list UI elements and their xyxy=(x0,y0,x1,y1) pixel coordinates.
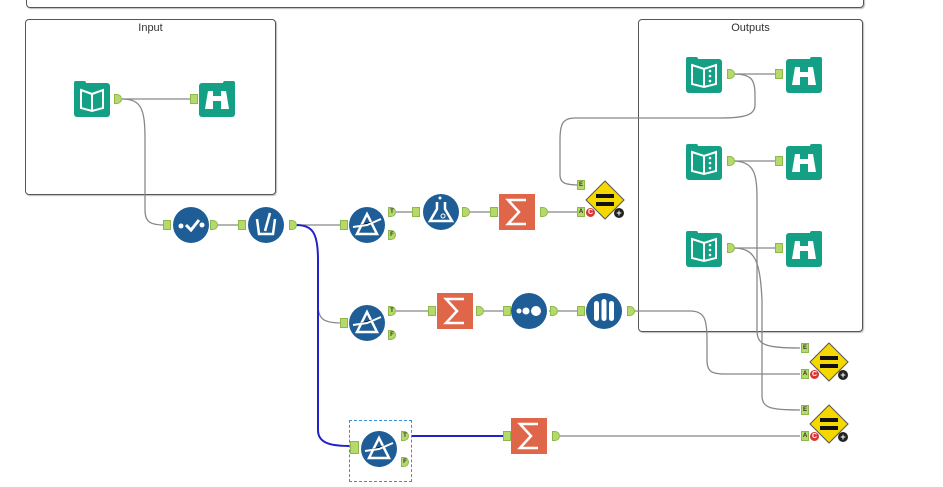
input-anchor[interactable] xyxy=(428,306,436,316)
binoculars-icon xyxy=(786,144,822,180)
filter-prism-icon xyxy=(349,207,385,243)
output-anchor[interactable] xyxy=(627,306,635,316)
error-icon: C xyxy=(810,370,819,379)
data-cleansing-tool[interactable] xyxy=(248,207,284,243)
input-anchor[interactable] xyxy=(340,318,348,328)
add-connection-icon[interactable]: + xyxy=(614,208,624,218)
expected-anchor[interactable]: E xyxy=(801,343,809,353)
dots-icon xyxy=(511,293,547,329)
container-input[interactable]: Input xyxy=(25,19,276,195)
selection-box xyxy=(349,420,412,482)
wire xyxy=(635,310,800,375)
output-anchor[interactable] xyxy=(552,431,560,441)
output-anchor[interactable] xyxy=(462,207,470,217)
input-anchor[interactable] xyxy=(412,207,420,217)
filter-prism-icon xyxy=(361,431,397,467)
sample-tool[interactable] xyxy=(511,293,547,329)
formula-tool[interactable] xyxy=(423,194,459,230)
true-anchor[interactable]: T xyxy=(388,306,396,316)
input-data-tool[interactable] xyxy=(74,81,110,117)
input-anchor[interactable] xyxy=(503,306,511,316)
book-icon xyxy=(74,81,110,117)
output-anchor[interactable] xyxy=(210,220,218,230)
browse-tool[interactable] xyxy=(199,81,235,117)
filter-tool-selected[interactable] xyxy=(361,431,397,467)
expected-anchor[interactable]: E xyxy=(577,180,585,190)
output-anchor[interactable] xyxy=(727,69,735,79)
browse-tool[interactable] xyxy=(786,144,822,180)
container-title: Input xyxy=(138,22,163,34)
input-anchor[interactable] xyxy=(163,220,171,230)
output-anchor[interactable] xyxy=(540,207,548,217)
actual-anchor[interactable]: A xyxy=(801,369,809,379)
book-dots-icon xyxy=(686,231,722,267)
binoculars-icon xyxy=(199,81,235,117)
sort-tool[interactable] xyxy=(586,293,622,329)
input-anchor[interactable] xyxy=(775,69,783,79)
false-anchor[interactable]: F xyxy=(388,230,396,240)
summarize-tool[interactable] xyxy=(499,194,535,230)
filter-tool[interactable] xyxy=(349,305,385,341)
container-top[interactable] xyxy=(26,0,864,8)
input-anchor[interactable] xyxy=(350,441,359,454)
input-anchor[interactable] xyxy=(503,431,511,441)
bucket-icon xyxy=(248,207,284,243)
sigma-icon xyxy=(511,418,547,454)
expected-anchor[interactable]: E xyxy=(801,405,809,415)
container-title: Outputs xyxy=(731,22,770,34)
browse-tool[interactable] xyxy=(786,231,822,267)
output-anchor[interactable] xyxy=(727,243,735,253)
input-anchor[interactable] xyxy=(190,94,198,104)
output-anchor[interactable] xyxy=(476,306,484,316)
sigma-icon xyxy=(437,293,473,329)
input-anchor[interactable] xyxy=(775,243,783,253)
add-connection-icon[interactable]: + xyxy=(838,370,848,380)
flask-icon xyxy=(423,194,459,230)
true-anchor[interactable]: T xyxy=(388,207,396,217)
filter-tool[interactable] xyxy=(349,207,385,243)
text-input-tool[interactable] xyxy=(686,231,722,267)
select-tool[interactable] xyxy=(173,207,209,243)
filter-prism-icon xyxy=(349,305,385,341)
true-anchor[interactable]: T xyxy=(401,431,409,441)
input-anchor[interactable] xyxy=(577,306,585,316)
book-dots-icon xyxy=(686,57,722,93)
false-anchor[interactable]: F xyxy=(401,457,409,467)
binoculars-icon xyxy=(786,57,822,93)
book-dots-icon xyxy=(686,144,722,180)
text-input-tool[interactable] xyxy=(686,57,722,93)
container-outputs[interactable]: Outputs xyxy=(638,19,863,332)
browse-tool[interactable] xyxy=(786,57,822,93)
error-icon: C xyxy=(586,208,595,217)
actual-anchor[interactable]: A xyxy=(577,207,585,217)
input-anchor[interactable] xyxy=(238,220,246,230)
input-anchor[interactable] xyxy=(775,156,783,166)
actual-anchor[interactable]: A xyxy=(801,431,809,441)
wire xyxy=(732,247,801,411)
wire-selected xyxy=(295,224,351,447)
add-connection-icon[interactable]: + xyxy=(838,432,848,442)
input-anchor[interactable] xyxy=(490,207,498,217)
input-anchor[interactable] xyxy=(340,220,348,230)
error-icon: C xyxy=(810,432,819,441)
output-anchor[interactable] xyxy=(114,94,122,104)
test-tubes-icon xyxy=(586,293,622,329)
output-anchor[interactable] xyxy=(289,220,297,230)
text-input-tool[interactable] xyxy=(686,144,722,180)
summarize-tool[interactable] xyxy=(437,293,473,329)
output-anchor[interactable] xyxy=(727,156,735,166)
wire xyxy=(121,98,166,226)
binoculars-icon xyxy=(786,231,822,267)
wire xyxy=(559,73,756,186)
summarize-tool[interactable] xyxy=(511,418,547,454)
output-anchor[interactable] xyxy=(550,306,558,316)
false-anchor[interactable]: F xyxy=(388,330,396,340)
sigma-icon xyxy=(499,194,535,230)
select-icon xyxy=(173,207,209,243)
